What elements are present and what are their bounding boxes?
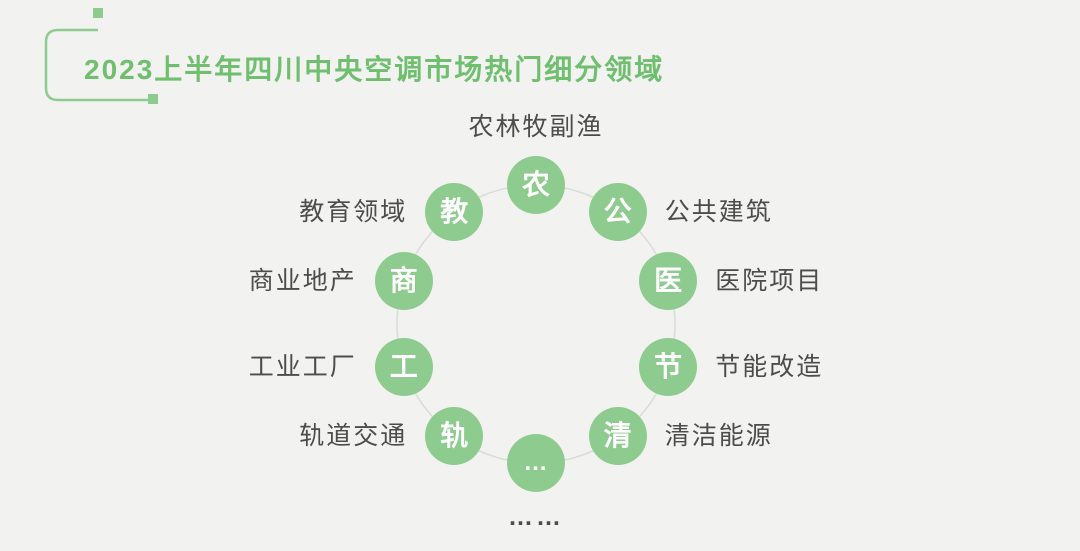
segment-node-7: 工 [374,337,433,396]
segment-node-1: 公 [588,182,647,241]
segment-label-0: 农林牧副渔 [468,113,604,141]
segment-node-5: … [507,434,565,492]
segment-label-8: 商业地产 [248,267,357,296]
segment-node-8: 商 [374,252,433,311]
segment-label-2: 医院项目 [715,267,824,296]
segment-label-1: 公共建筑 [664,197,773,226]
segment-node-9: 教 [425,182,484,241]
segment-label-7: 工业工厂 [248,352,357,381]
segment-node-3: 节 [639,337,698,396]
segment-label-4: 清洁能源 [664,422,773,451]
segment-label-9: 教育领域 [299,197,408,226]
segment-node-6: 轨 [425,407,484,466]
segment-label-3: 节能改造 [715,352,824,381]
segment-node-2: 医 [639,252,698,311]
segment-node-0: 农 [507,156,565,214]
segment-label-6: 轨道交通 [299,422,408,451]
title-bracket-decoration [44,8,158,104]
page-title: 2023上半年四川中央空调市场热门细分领域 [84,54,665,85]
segment-node-4: 清 [588,407,647,466]
segment-label-5: …… [508,503,564,531]
